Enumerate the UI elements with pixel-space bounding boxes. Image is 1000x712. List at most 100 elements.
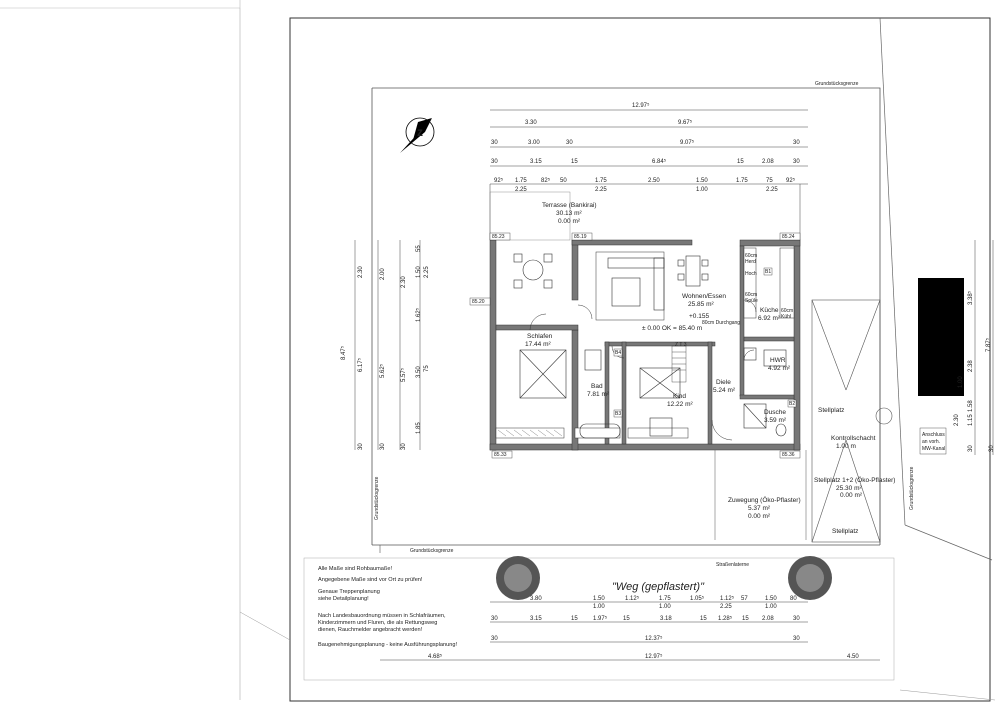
dim-bottom-2j: 2.08 — [762, 616, 774, 622]
dim-bottom-2a: 30 — [491, 616, 498, 622]
hwr-name: HWR — [770, 357, 786, 364]
svg-text:B2: B2 — [789, 401, 795, 407]
plan-notes: Alle Maße sind Rohbaumaße! Angegebene Ma… — [318, 566, 457, 648]
dim-top-6b: 2.25 — [595, 187, 607, 193]
svg-text:B1: B1 — [765, 269, 771, 275]
bottom-dimension-chain — [380, 601, 880, 661]
dim-top-3c: 30 — [566, 140, 573, 146]
svg-text:dienen, Rauchmelder angebracht: dienen, Rauchmelder angebracht werden! — [318, 627, 423, 633]
dusche-area: 3.59 m² — [764, 417, 787, 424]
svg-text:Nach Landesbauordnung müssen i: Nach Landesbauordnung müssen in Schlafrä… — [318, 613, 446, 619]
kontrollschacht: Kontrollschacht — [831, 435, 876, 442]
dim-left-7: 2.30 — [401, 276, 407, 288]
dim-bottom-4b: 12.97⁵ — [645, 653, 663, 660]
dim-top-4g: 30 — [793, 159, 800, 165]
dim-top-4f: 2.08 — [762, 159, 774, 165]
dim-top-4e: 15 — [737, 159, 744, 165]
diele-area: 5.24 m² — [713, 387, 736, 394]
dim-bottom-2f: 3.18 — [660, 616, 672, 622]
svg-text:85.33: 85.33 — [494, 452, 507, 458]
zuwegung-area2: 0.00 m² — [748, 513, 771, 520]
svg-text:B3: B3 — [615, 411, 621, 417]
tree-icon — [496, 556, 832, 600]
dim-right-7: 1.15 — [968, 414, 974, 426]
dim-left-9: 1.50 — [416, 266, 422, 278]
sheet-frame — [289, 17, 991, 702]
bath-tags: B4 B3 B1 B2 — [613, 267, 797, 418]
svg-text:85.20: 85.20 — [472, 299, 485, 305]
svg-text:Kühl: Kühl — [781, 314, 791, 320]
appliance-labels: 60cm Herd Hoch 60cm Spüle 60cm Kühl — [745, 253, 793, 320]
stellplatz-2: Stellplatz — [832, 528, 858, 535]
dim-bottom-1g: 57 — [741, 596, 748, 602]
terrasse-name: Terrasse (Bankirai) — [542, 202, 597, 209]
dim-bottom-3a: 30 — [491, 636, 498, 642]
level-ok: ± 0.00 OK = 85.40 m — [642, 325, 702, 332]
dim-left-13: 55 — [416, 245, 422, 252]
dim-left-12: 2.25 — [424, 266, 430, 278]
stellplatz-12: Stellplatz 1+2 (Öko-Pflaster) — [814, 476, 895, 484]
dim-left-1: 8.47⁵ — [340, 345, 347, 360]
dim-right-1: 7.87⁵ — [985, 337, 992, 352]
dim-left-8: 1.62⁵ — [415, 307, 422, 322]
dim-bottom-4a: 4.68⁵ — [428, 653, 443, 660]
dim-top-5b: 1.75 — [515, 178, 527, 184]
svg-text:60cm: 60cm — [745, 292, 757, 298]
kueche-name: Küche — [760, 307, 779, 314]
dim-bottom-1d: 1.75 — [659, 596, 671, 602]
label-grundstuecksgrenze-top: Grundstücksgrenze — [815, 81, 859, 87]
dim-bottom-3c: 30 — [793, 636, 800, 642]
dusche-name: Dusche — [764, 409, 786, 416]
kueche-area: 6.92 m² — [758, 315, 781, 322]
bathtub-icon — [579, 349, 621, 439]
stair-icon — [671, 345, 687, 383]
kind-name: Kind — [673, 393, 686, 400]
street-lamp: Straßenlaterne — [716, 562, 749, 568]
dim-bottom-2c: 15 — [571, 616, 578, 622]
dim-left-3: 2.30 — [358, 266, 364, 278]
dim-bottom-3b: 12.37⁵ — [645, 635, 663, 642]
dim-right-3: 1.00 — [958, 376, 964, 388]
parking-area — [811, 299, 893, 543]
dim-top-3e: 30 — [793, 140, 800, 146]
dim-top-6a: 2.25 — [515, 187, 527, 193]
dim-top-3d: 9.07⁵ — [680, 139, 695, 146]
label-grundstuecksgrenze-bottom: Grundstücksgrenze — [410, 548, 454, 554]
stair-label: Z T 3 — [675, 342, 687, 348]
dim-bottom-1c: 1.12⁵ — [625, 595, 640, 602]
dim-bottom-2e: 15 — [623, 616, 630, 622]
dim-top-5a: 92⁵ — [494, 177, 504, 184]
dim-left-16: 30 — [380, 443, 386, 450]
dim-right-5: 1.58 — [968, 400, 974, 412]
level-plus: +0.155 — [689, 313, 709, 320]
dim-left-14: 1.85 — [416, 422, 422, 434]
label-grundstuecksgrenze-right: Grundstücksgrenze — [909, 466, 915, 510]
zuwegung-area: 5.37 m² — [748, 505, 771, 512]
svg-text:Herd: Herd — [745, 259, 756, 265]
svg-text:Kinderzimmern und Fluren, die: Kinderzimmern und Fluren, die als Rettun… — [318, 620, 437, 626]
left-dimension-chain — [354, 240, 421, 450]
stellplatz-12-area: 25.30 m² — [836, 485, 862, 492]
dim-top-5j: 92⁵ — [786, 177, 796, 184]
north-arrow-icon: z — [400, 117, 435, 153]
dim-bottom-1j: 1.00 — [593, 604, 605, 610]
anschluss-1: Anschluss — [922, 432, 945, 438]
dim-top-5c: 82⁵ — [541, 177, 551, 184]
stellplatz-1: Stellplatz — [818, 407, 844, 414]
dining-table-icon — [677, 255, 709, 287]
diele-name: Diele — [716, 379, 731, 386]
schlafen-area: 17.44 m² — [525, 341, 551, 348]
redacted-block — [918, 278, 964, 396]
dim-bottom-1a: 3.80 — [530, 596, 542, 602]
dim-bottom-1b: 1.50 — [593, 596, 605, 602]
dim-bottom-1m: 1.00 — [765, 604, 777, 610]
svg-text:siehe Detailplanung!: siehe Detailplanung! — [318, 596, 369, 602]
wohnen-name: Wohnen/Essen — [682, 293, 726, 300]
dim-left-10: 3.50 — [416, 366, 422, 378]
dim-bottom-1i: 80 — [790, 596, 797, 602]
dim-top-6d: 2.25 — [766, 187, 778, 193]
svg-text:Hoch: Hoch — [745, 271, 757, 277]
dim-bottom-1h: 1.50 — [765, 596, 777, 602]
stellplatz-12-area2: 0.00 m² — [840, 492, 863, 499]
dim-bottom-2d: 1.97⁵ — [593, 615, 608, 622]
